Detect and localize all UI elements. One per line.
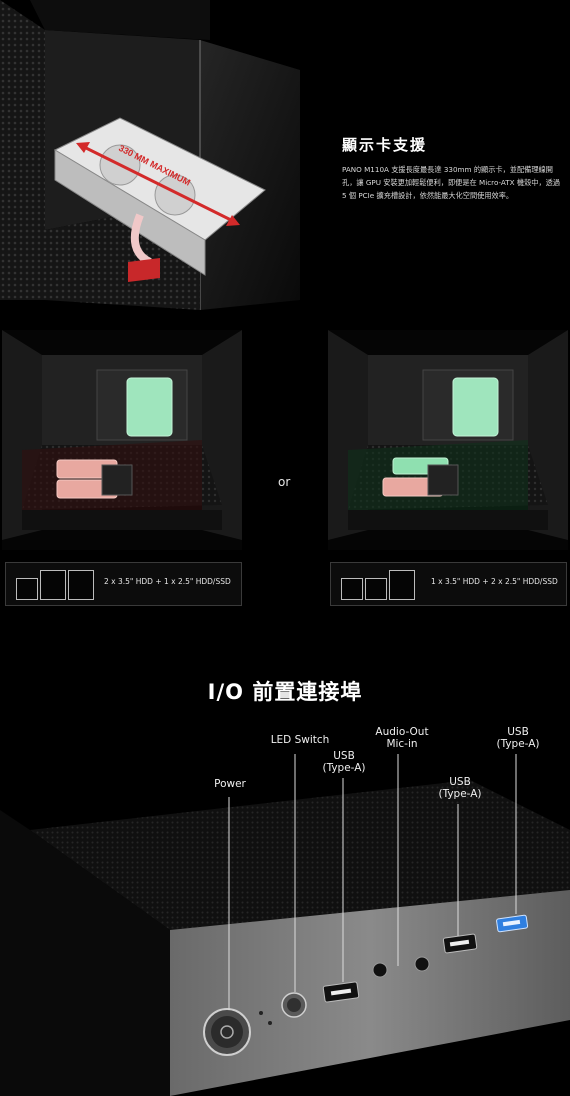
ssd-bracket-green: [452, 377, 499, 437]
hdd-drives-mixed: [382, 457, 459, 497]
led-switch-label: LED Switch: [270, 734, 330, 746]
hdd-config-right-caption: 1 x 3.5" HDD + 2 x 2.5" HDD/SSD: [330, 562, 567, 606]
usb-type-a-label-2: USB (Type-A): [438, 776, 482, 800]
drive-bay-icons: [341, 570, 415, 600]
gpu-section-description: PANO M110A 支援長度最長達 330mm 的顯示卡，並配備理線開孔，讓 …: [342, 165, 561, 200]
io-ports-section: I/O 前置連接埠 Power LED Switch USB (Type-A) …: [0, 630, 570, 1096]
led-indicator: [268, 1021, 272, 1025]
ssd-bracket-green: [126, 377, 173, 437]
hdd-config-right-illustration: [328, 330, 568, 550]
io-section-title: I/O 前置連接埠: [207, 680, 363, 704]
mic-in-jack[interactable]: [414, 956, 430, 972]
power-label: Power: [214, 778, 246, 790]
gpu-section-title: 顯示卡支援: [342, 136, 428, 154]
hdd-bay-icon: [68, 570, 94, 600]
hdd-bay-icon: [389, 570, 415, 600]
audio-out-jack[interactable]: [372, 962, 388, 978]
hdd-bay-icon: [40, 570, 66, 600]
ssd-bay-icon: [16, 578, 38, 600]
usb-type-a-port-3[interactable]: [496, 914, 529, 933]
power-button[interactable]: [203, 1008, 251, 1056]
usb-type-a-label-3: USB (Type-A): [496, 726, 540, 750]
drive-bay-icons: [16, 570, 94, 600]
callout-lines: [228, 754, 517, 1010]
led-switch-button[interactable]: [281, 992, 307, 1018]
gpu-case-illustration: 330 MM MAXIMUM: [0, 0, 300, 310]
io-panel-illustration: [0, 630, 570, 1096]
ssd-bay-icon: [341, 578, 363, 600]
hdd-config-section: or 2 x 3.5" HDD + 1 x 2.5" HDD/SSD: [0, 330, 570, 622]
gpu-support-section: 330 MM MAXIMUM 顯示卡支援 PANO M110A 支援長度最長達 …: [0, 0, 570, 320]
or-separator: or: [278, 475, 291, 489]
usb-type-a-port-1[interactable]: [322, 981, 360, 1003]
usb-type-a-port-2[interactable]: [442, 933, 478, 954]
ssd-bay-icon: [365, 578, 387, 600]
led-indicator: [259, 1011, 263, 1015]
audio-mic-label: Audio-Out Mic-in: [375, 726, 429, 750]
hdd-config-left-text: 2 x 3.5" HDD + 1 x 2.5" HDD/SSD: [104, 577, 231, 586]
hdd-config-right-text: 1 x 3.5" HDD + 2 x 2.5" HDD/SSD: [431, 577, 558, 586]
gpu-length-arrow: [76, 142, 240, 226]
hdd-drives-pink: [56, 459, 133, 499]
hdd-config-left-illustration: [2, 330, 242, 550]
hdd-config-left-caption: 2 x 3.5" HDD + 1 x 2.5" HDD/SSD: [5, 562, 242, 606]
usb-type-a-label-1: USB (Type-A): [322, 750, 366, 774]
